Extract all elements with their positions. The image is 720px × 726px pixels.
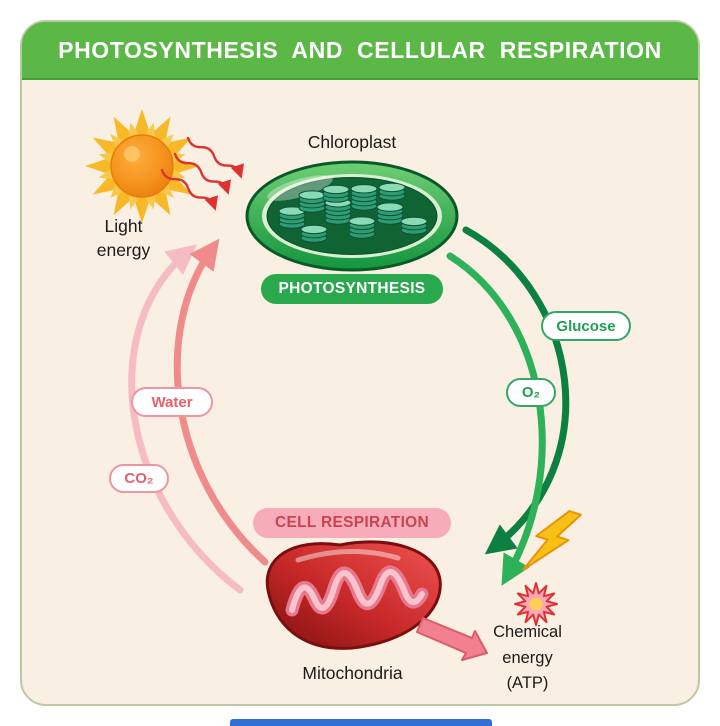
mitochondria-label: Mitochondria: [302, 663, 403, 683]
chemical-energy-line2: energy: [502, 648, 553, 667]
header-banner: PHOTOSYNTHESIS AND CELLULAR RESPIRATION: [22, 22, 698, 80]
light-energy-label: Light energy: [66, 214, 181, 262]
chemical-energy-line1: Chemical: [493, 623, 562, 641]
header-title: PHOTOSYNTHESIS AND CELLULAR RESPIRATION: [58, 36, 662, 63]
co2-pill: CO₂: [109, 464, 169, 493]
bottom-edge-strip: [230, 719, 492, 726]
photosynthesis-badge: PHOTOSYNTHESIS: [261, 274, 443, 304]
chemical-energy-line3: (ATP): [506, 674, 549, 692]
chloroplast-label: Chloroplast: [307, 132, 397, 152]
chemical-energy-label: Chemical energy (ATP): [465, 620, 590, 697]
light-energy-line2: energy: [96, 240, 151, 260]
glucose-pill: Glucose: [541, 311, 631, 341]
oxygen-pill: O₂: [506, 378, 556, 407]
cell-respiration-badge: CELL RESPIRATION: [253, 508, 451, 538]
light-energy-line1: Light: [104, 216, 143, 236]
diagram-card: [20, 20, 700, 706]
water-pill: Water: [131, 387, 213, 417]
